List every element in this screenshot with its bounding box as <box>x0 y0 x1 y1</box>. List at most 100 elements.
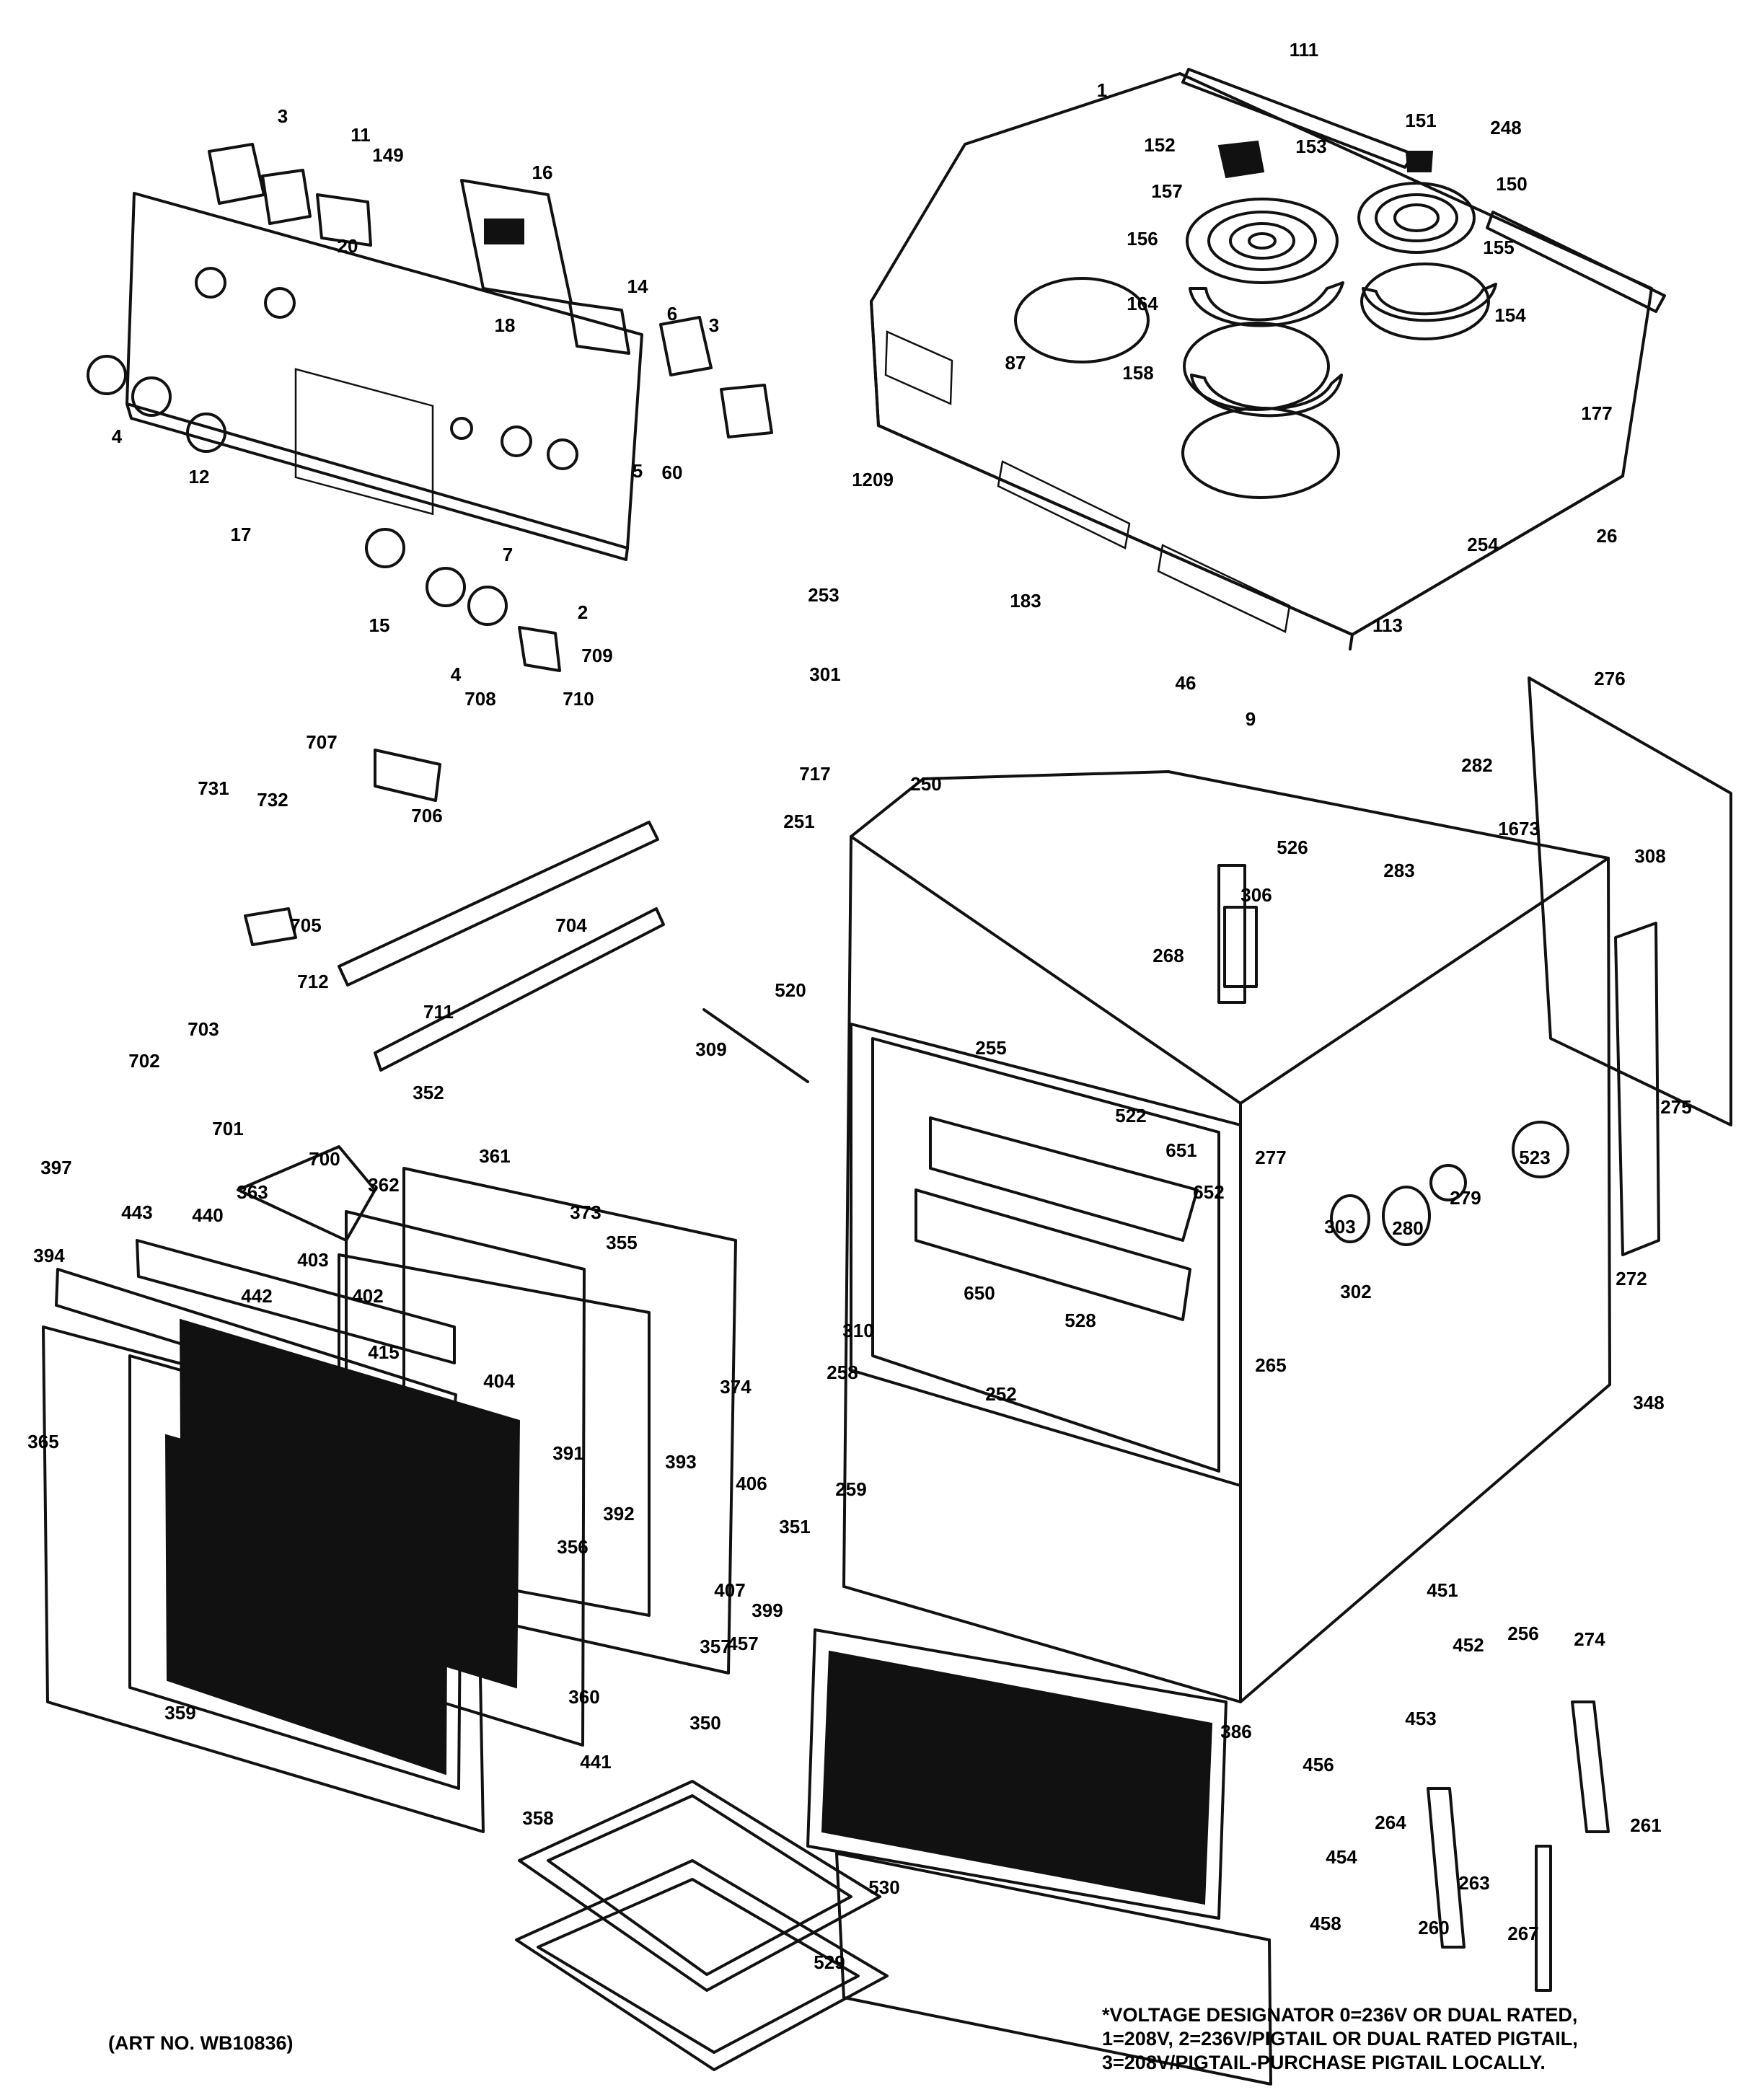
part-callout: 308 <box>1634 845 1665 867</box>
part-callout: 452 <box>1453 1634 1484 1656</box>
part-callout: 11 <box>351 124 371 146</box>
side-panel <box>1614 922 1660 1256</box>
part-callout: 456 <box>1303 1754 1334 1775</box>
part-callout: 265 <box>1255 1354 1286 1376</box>
part-callout: 255 <box>975 1037 1006 1059</box>
part-callout: 415 <box>368 1341 399 1363</box>
part-callout: 251 <box>783 811 814 832</box>
voltage-designator-note: *VOLTAGE DESIGNATOR 0=236V OR DUAL RATED… <box>1102 2003 1737 2075</box>
part-callout: 704 <box>555 914 587 936</box>
part-callout: 4 <box>112 425 123 447</box>
part-callout: 252 <box>985 1383 1016 1405</box>
part-callout: 440 <box>192 1204 223 1226</box>
part-callout: 454 <box>1326 1846 1357 1868</box>
part-callout: 520 <box>775 979 806 1001</box>
part-callout: 177 <box>1581 402 1612 424</box>
part-callout: 268 <box>1153 945 1184 966</box>
part-callout: 1209 <box>852 469 894 490</box>
oven-rack-support <box>702 1008 809 1083</box>
part-callout: 20 <box>338 235 358 257</box>
cooktop <box>870 72 1653 650</box>
part-callout: 263 <box>1458 1872 1489 1894</box>
part-callout: 3 <box>278 105 288 127</box>
part-callout: 399 <box>752 1600 783 1621</box>
part-callout: 154 <box>1494 304 1526 326</box>
part-callout: 149 <box>372 144 403 166</box>
part-callout: 272 <box>1616 1268 1647 1289</box>
part-callout: 303 <box>1324 1216 1355 1238</box>
part-callout: 309 <box>695 1038 726 1060</box>
part-callout: 652 <box>1193 1181 1224 1203</box>
vent-tube <box>1223 906 1258 988</box>
part-callout: 348 <box>1633 1392 1664 1413</box>
part-callout: 708 <box>464 688 495 710</box>
part-callout: 360 <box>568 1686 599 1708</box>
part-callout: 306 <box>1240 884 1272 906</box>
part-callout: 261 <box>1630 1814 1661 1836</box>
part-callout: 310 <box>842 1320 873 1341</box>
part-callout: 3 <box>709 314 719 336</box>
part-callout: 352 <box>413 1082 444 1103</box>
part-callout: 526 <box>1277 837 1308 858</box>
trim-strip <box>1181 68 1415 169</box>
side-trim <box>1486 211 1666 313</box>
back-panel <box>1528 676 1732 1126</box>
part-callout: 391 <box>552 1442 583 1464</box>
infinite-switches <box>208 143 773 438</box>
part-callout: 453 <box>1405 1708 1436 1729</box>
part-callout: 259 <box>835 1478 866 1500</box>
part-callout: 362 <box>368 1174 399 1196</box>
part-callout: 302 <box>1340 1281 1371 1302</box>
part-callout: 373 <box>570 1201 601 1223</box>
part-callout: 1673 <box>1498 818 1540 839</box>
control-knobs <box>87 355 508 626</box>
part-callout: 443 <box>121 1201 152 1223</box>
part-callout: 14 <box>627 275 648 297</box>
part-callout: 406 <box>736 1473 767 1494</box>
part-callout: 522 <box>1115 1105 1146 1126</box>
part-callout: 151 <box>1405 110 1436 131</box>
part-callout: 529 <box>814 1951 845 1973</box>
part-callout: 457 <box>727 1633 758 1654</box>
timer-display <box>484 219 524 244</box>
part-callout: 407 <box>714 1579 745 1601</box>
part-callout: 301 <box>809 663 840 685</box>
part-callout: 707 <box>306 731 337 753</box>
part-callout: 351 <box>779 1516 810 1538</box>
part-callout: 158 <box>1122 362 1153 384</box>
part-callout: 1 <box>1097 79 1107 101</box>
part-callout: 113 <box>1372 614 1403 636</box>
part-callout: 183 <box>1010 590 1041 612</box>
part-callout: 361 <box>479 1145 510 1167</box>
part-callout: 356 <box>557 1536 588 1558</box>
part-callout: 16 <box>532 162 553 183</box>
part-callout: 651 <box>1165 1139 1196 1161</box>
part-callout: 18 <box>495 314 516 336</box>
part-callout: 248 <box>1490 117 1521 138</box>
part-callout: 717 <box>799 763 830 785</box>
part-callout: 711 <box>423 1001 454 1023</box>
part-callout: 87 <box>1005 352 1026 374</box>
storage-drawer <box>806 1628 1272 2086</box>
part-callout: 393 <box>665 1451 696 1473</box>
part-callout: 359 <box>164 1702 195 1724</box>
part-callout: 530 <box>868 1876 899 1898</box>
part-callout: 150 <box>1496 173 1527 195</box>
door-latch-assembly <box>237 626 665 1242</box>
part-callout: 156 <box>1127 228 1158 250</box>
part-callout: 279 <box>1450 1187 1481 1209</box>
part-callout: 358 <box>522 1807 553 1829</box>
part-callout: 275 <box>1660 1096 1691 1118</box>
part-callout: 712 <box>297 971 328 992</box>
part-callout: 404 <box>483 1370 515 1392</box>
part-callout: 258 <box>827 1362 858 1383</box>
part-callout: 157 <box>1151 180 1182 202</box>
part-callout: 274 <box>1574 1628 1605 1650</box>
part-callout: 397 <box>40 1157 71 1178</box>
part-callout: 17 <box>231 524 252 545</box>
part-callout: 703 <box>188 1018 219 1040</box>
part-callout: 253 <box>808 584 839 606</box>
part-callout: 386 <box>1220 1721 1251 1742</box>
